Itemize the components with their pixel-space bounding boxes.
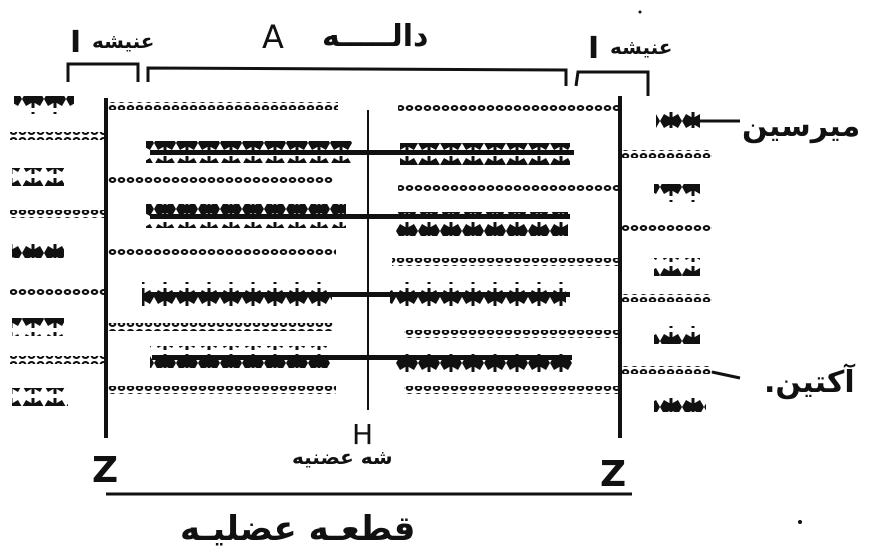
z-right-label: Z xyxy=(600,454,626,495)
sarcomere-label: قطعـه عضليـه xyxy=(180,509,415,549)
myosin-filament xyxy=(146,204,570,236)
myosin-filament xyxy=(142,282,570,306)
actin-filament xyxy=(398,104,618,112)
actin-filaments xyxy=(108,102,618,394)
actin-filament xyxy=(108,176,333,184)
i-band-right-word: عنيشه xyxy=(610,35,672,59)
z-left-label: Z xyxy=(92,450,118,491)
actin-filament xyxy=(108,102,338,110)
right-outside-filaments xyxy=(622,110,712,412)
actin-filament xyxy=(404,330,618,338)
actin-filament xyxy=(108,386,336,394)
i-band-left-word: عنيشه xyxy=(92,29,154,53)
left-outside-filaments xyxy=(10,96,104,406)
actin-filament xyxy=(392,258,618,266)
myosin-filament xyxy=(150,346,572,372)
i-band-left-bracket xyxy=(66,62,140,82)
stray-dot xyxy=(638,10,642,14)
stray-dot xyxy=(798,520,802,524)
actin-filament xyxy=(398,184,618,192)
i-band-right-bracket xyxy=(574,70,650,96)
a-band-letter: A xyxy=(262,18,284,56)
i-band-right-letter: I xyxy=(588,31,599,66)
actin-filament xyxy=(108,323,333,331)
actin-filament xyxy=(404,386,618,394)
myosin-filament xyxy=(146,141,574,165)
actin-filament xyxy=(108,247,336,255)
h-zone-letter: H xyxy=(352,418,373,451)
myosin-filaments xyxy=(142,141,574,372)
actin-label: .آكتين xyxy=(764,363,855,400)
myosin-label: ميرسين xyxy=(742,109,860,144)
actin-pointer xyxy=(711,370,741,380)
a-band-word: دالـــــه xyxy=(322,19,428,54)
a-band-bracket xyxy=(146,66,568,86)
h-zone-word: شه عضنيه xyxy=(292,445,393,469)
i-band-left-letter: I xyxy=(70,25,81,60)
